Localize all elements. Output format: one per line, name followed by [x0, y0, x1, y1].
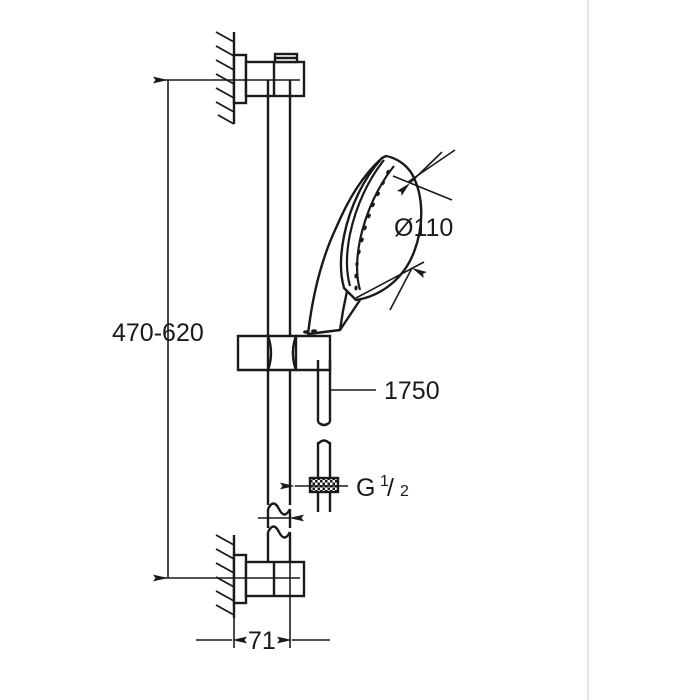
leader-bottom-horiz [355, 261, 425, 299]
shower-rail [266, 80, 292, 572]
dimension-wall-offset [196, 514, 330, 648]
hand-shower [306, 154, 423, 336]
g-half-connector-nut [308, 476, 340, 512]
thread-denominator: 2 [400, 483, 409, 500]
thread-slash: / [387, 474, 394, 502]
thread-numerator: 1 [380, 473, 389, 490]
handshower-base-clip [303, 329, 317, 334]
rail-break-line-bottom [266, 525, 292, 539]
shower-head-spray-face [345, 159, 385, 287]
slider-holder [236, 334, 332, 372]
dimension-wall-offset-label: 71 [248, 627, 276, 655]
wall-hatching-lower [215, 534, 235, 616]
dimension-thread-label: G 1 / 2 [356, 473, 409, 502]
spray-nozzle-pattern [354, 169, 390, 291]
lower-wall-bracket [215, 534, 306, 618]
dimension-rail-height [153, 76, 300, 582]
rail-break-line-top [266, 502, 292, 516]
dimension-hose-length-label: 1750 [384, 377, 440, 405]
wall-hatching-upper [215, 31, 235, 125]
leader-bottom [389, 267, 427, 311]
upper-wall-bracket [215, 31, 306, 125]
shower-hose [316, 360, 332, 478]
dimension-head-diameter [355, 149, 456, 311]
dimension-head-diameter-label: Ø110 [394, 214, 453, 242]
thread-letter: G [356, 474, 375, 502]
leader-top-arrow [396, 151, 443, 196]
leader-top-horiz [392, 175, 453, 201]
dimension-rail-height-label: 470-620 [112, 319, 204, 347]
